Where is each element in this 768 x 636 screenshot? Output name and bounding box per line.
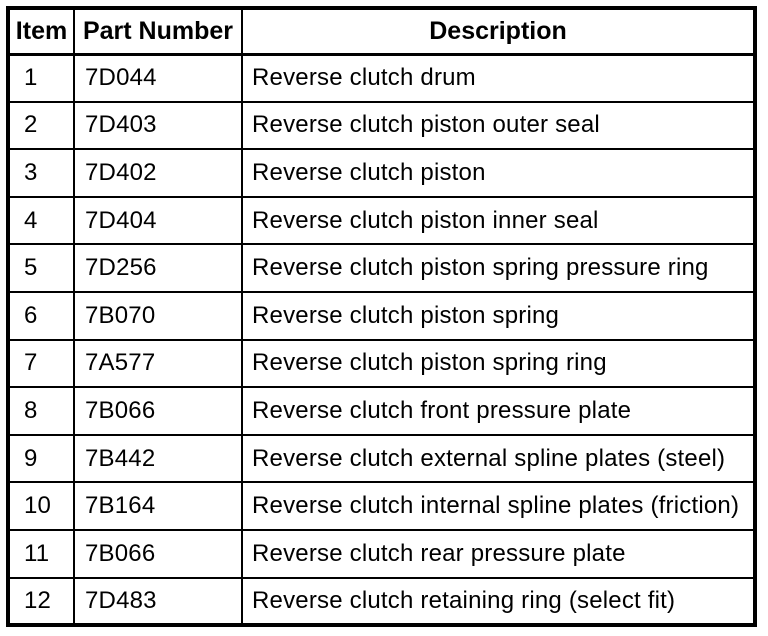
part-number-cell: 7B066 <box>73 386 243 436</box>
part-number-cell: 7D403 <box>73 100 243 151</box>
description-cell: Reverse clutch piston spring <box>241 290 756 341</box>
description-cell: Reverse clutch piston spring ring <box>241 338 756 389</box>
part-number-cell: 7D256 <box>73 243 243 293</box>
description-cell: Reverse clutch piston <box>241 148 756 198</box>
description-cell: Reverse clutch retaining ring (select fi… <box>241 576 756 627</box>
table-header-row: Item Part Number Description <box>7 7 756 56</box>
description-cell: Reverse clutch rear pressure plate <box>241 528 756 579</box>
item-cell: 12 <box>7 576 75 627</box>
table-header: Item Part Number Description <box>7 7 756 56</box>
part-number-cell: 7B442 <box>73 433 243 484</box>
description-cell: Reverse clutch front pressure plate <box>241 386 756 436</box>
description-cell: Reverse clutch piston outer seal <box>241 100 756 151</box>
item-cell: 1 <box>7 53 75 103</box>
item-cell: 9 <box>7 433 75 484</box>
part-number-cell: 7D402 <box>73 148 243 198</box>
item-cell: 11 <box>7 528 75 579</box>
description-cell: Reverse clutch piston spring pressure ri… <box>241 243 756 293</box>
part-number-cell: 7B066 <box>73 528 243 579</box>
item-cell: 6 <box>7 290 75 341</box>
item-cell: 7 <box>7 338 75 389</box>
part-number-cell: 7D044 <box>73 53 243 103</box>
item-cell: 3 <box>7 148 75 198</box>
item-cell: 5 <box>7 243 75 293</box>
part-number-cell: 7B164 <box>73 481 243 531</box>
item-cell: 2 <box>7 100 75 151</box>
column-header-part-number: Part Number <box>73 7 243 56</box>
description-cell: Reverse clutch internal spline plates (f… <box>241 481 756 531</box>
part-number-cell: 7D404 <box>73 195 243 246</box>
description-cell: Reverse clutch piston inner seal <box>241 195 756 246</box>
description-cell: Reverse clutch drum <box>241 53 756 103</box>
part-number-cell: 7A577 <box>73 338 243 389</box>
part-number-cell: 7D483 <box>73 576 243 627</box>
item-cell: 8 <box>7 386 75 436</box>
item-cell: 10 <box>7 481 75 531</box>
column-header-description: Description <box>241 7 756 56</box>
column-header-item: Item <box>7 7 75 56</box>
part-number-cell: 7B070 <box>73 290 243 341</box>
item-cell: 4 <box>7 195 75 246</box>
description-cell: Reverse clutch external spline plates (s… <box>241 433 756 484</box>
